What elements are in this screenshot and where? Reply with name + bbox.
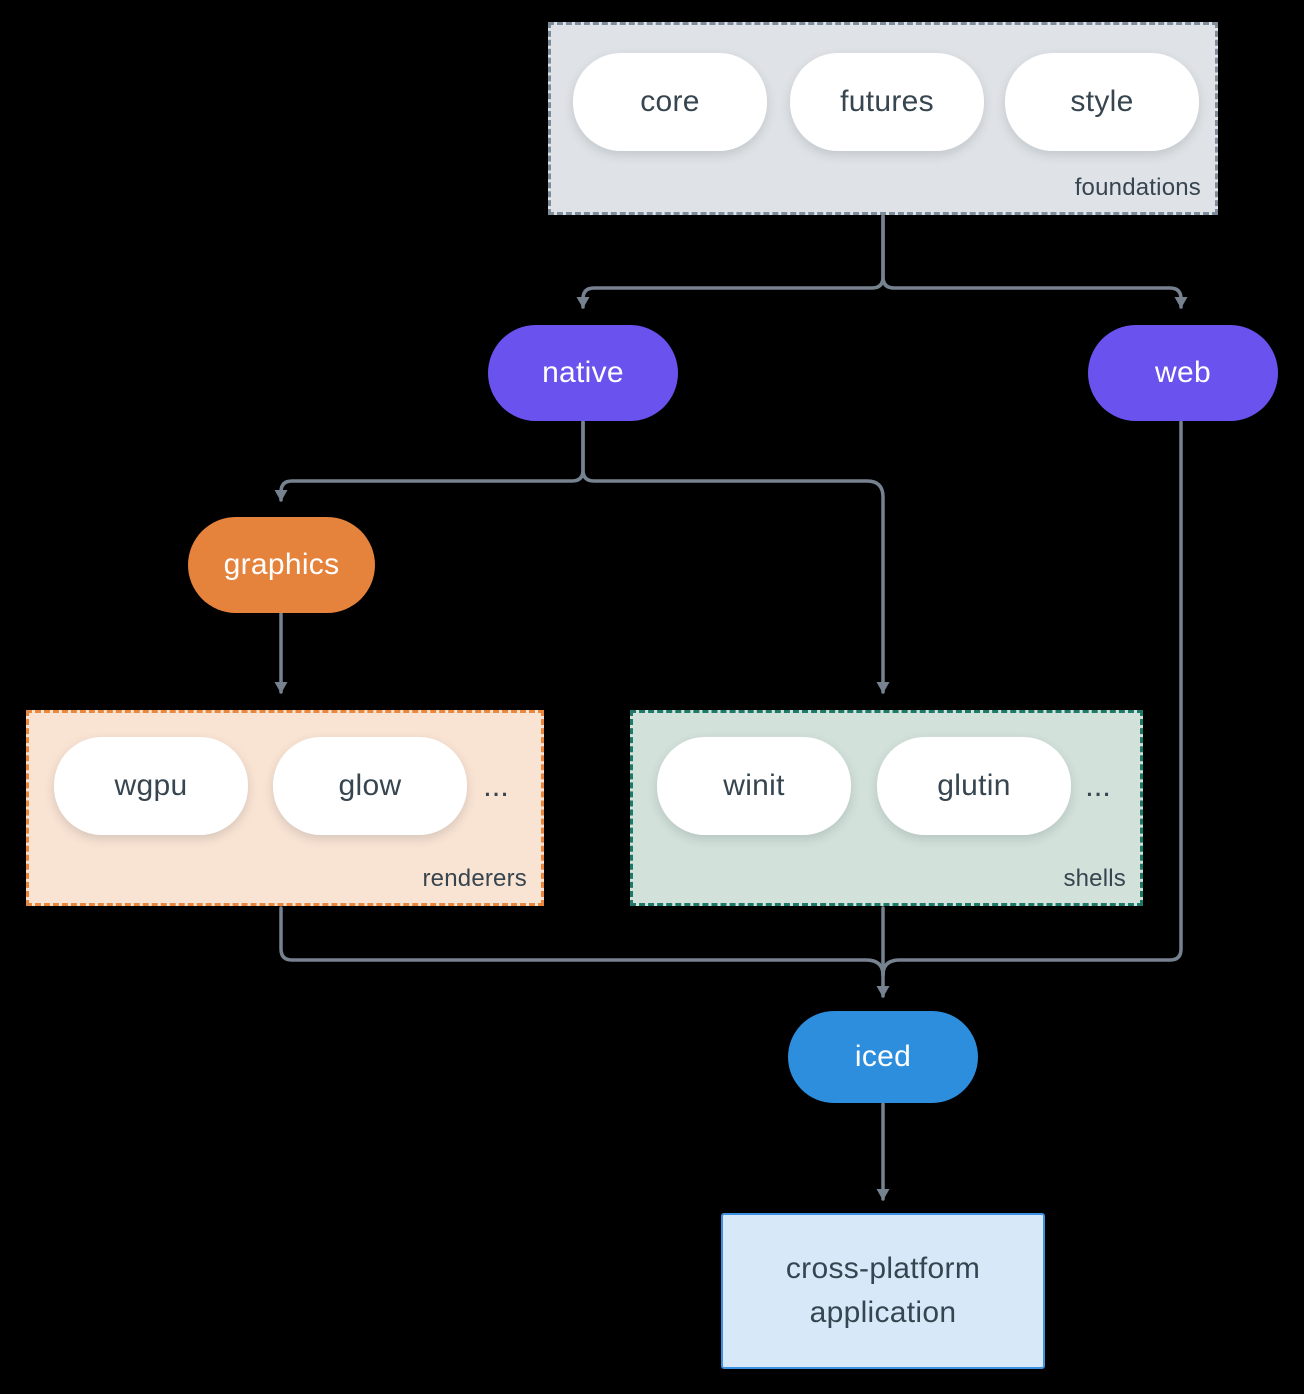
shells-ellipsis: ... [1085,768,1111,803]
renderers-group: wgpu glow ... renderers [26,710,544,906]
style-pill: style [1005,53,1199,151]
web-node: web [1088,325,1278,421]
edge-native-shells [581,420,890,694]
glow-pill: glow [273,737,467,835]
renderers-label: renderers [422,865,527,892]
foundations-group: core futures style foundations [548,22,1218,215]
renderers-ellipsis: ... [483,768,509,803]
shells-label: shells [1063,865,1126,892]
edge-foundations-web [881,214,1188,309]
application-label-line1: cross-platform [785,1252,981,1285]
iced-node: iced [788,1011,978,1103]
edge-foundations-native [576,214,885,309]
glutin-pill: glutin [877,737,1071,835]
shells-group: winit glutin ... shells [630,710,1143,906]
wgpu-pill: wgpu [54,737,248,835]
edge-renderers-merge [279,906,885,977]
futures-pill: futures [790,53,984,151]
graphics-node: graphics [188,517,375,613]
native-node: native [488,325,678,421]
foundations-label: foundations [1074,174,1201,201]
application-node: cross-platform application [721,1213,1045,1369]
edge-native-graphics [274,420,585,502]
core-pill: core [573,53,767,151]
winit-pill: winit [657,737,851,835]
application-label-line2: application [809,1296,957,1329]
